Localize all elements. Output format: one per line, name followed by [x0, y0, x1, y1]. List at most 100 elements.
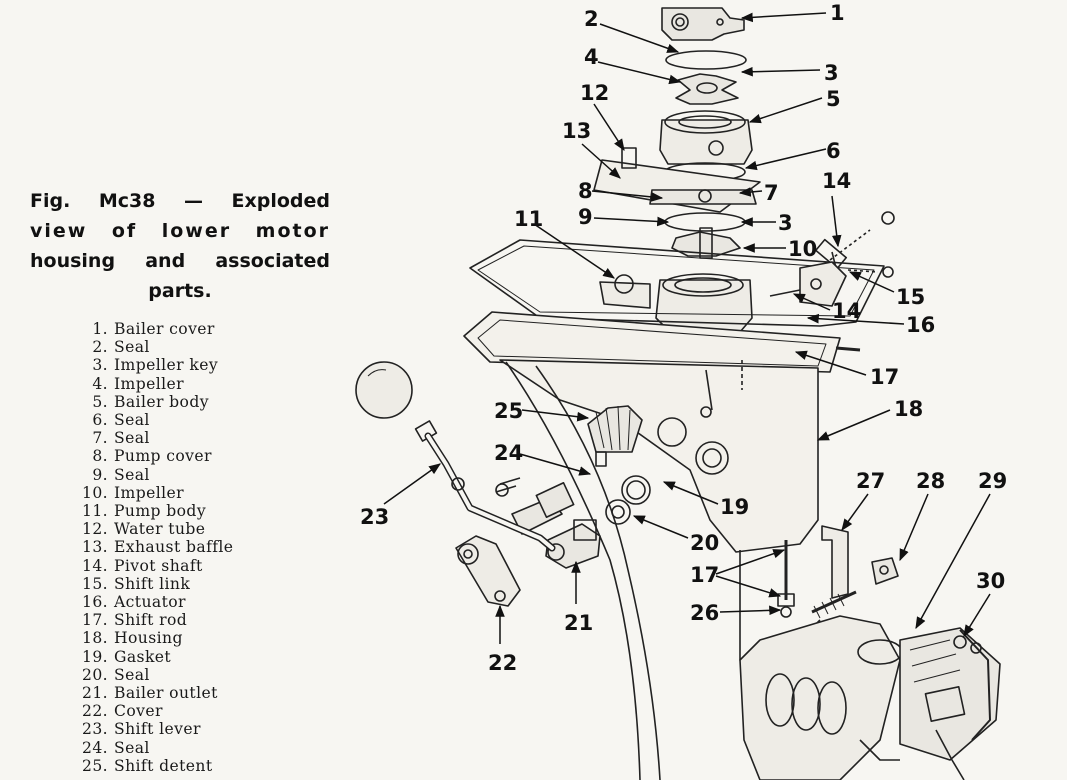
callout-label: 14 — [822, 169, 851, 193]
legend-number: 18. — [82, 629, 108, 648]
legend-number: 13. — [82, 538, 108, 557]
leader-lines — [383, 12, 991, 644]
callout-label: 13 — [562, 119, 591, 143]
legend-name: Seal — [114, 665, 150, 684]
clamp-part — [811, 557, 899, 619]
legend-name: Pivot shaft — [114, 556, 203, 575]
bailer-cover-part — [661, 7, 745, 41]
callout-label: 1 — [830, 1, 845, 25]
shift-knob-part — [355, 361, 413, 419]
callout-label: 28 — [916, 469, 945, 493]
legend-number: 4. — [92, 374, 108, 393]
legend-item: 24.Seal — [62, 739, 233, 757]
legend-name: Bailer body — [114, 392, 209, 411]
pump-cover-part — [649, 189, 757, 205]
callout-label: 6 — [826, 139, 841, 163]
legend-item: 14.Pivot shaft — [62, 557, 233, 575]
gasket-seal-parts — [605, 417, 729, 525]
callout-label: 7 — [764, 181, 779, 205]
legend-item: 15.Shift link — [62, 575, 233, 593]
callout-label: 10 — [788, 237, 817, 261]
legend-name: Pump cover — [114, 447, 212, 466]
legend-item: 19. Gasket — [62, 648, 233, 666]
legend-name: Bailer cover — [114, 320, 215, 338]
callout-label: 2 — [584, 7, 599, 31]
legend-item: 7.Seal — [62, 429, 233, 447]
legend-number: 9. — [92, 465, 108, 484]
callout-label: 3 — [778, 211, 793, 235]
legend-item: 20. Seal — [62, 666, 233, 684]
legend-number: 20. — [82, 665, 108, 684]
legend-number: 8. — [92, 447, 108, 466]
legend-number: 19. — [82, 647, 108, 666]
caption-line-3: housing and associated — [30, 250, 330, 272]
callout-label: 14 — [832, 299, 861, 323]
legend-item: 21. Bailer outlet — [62, 684, 233, 702]
shift-link-part — [769, 211, 895, 307]
legend-name: Shift detent — [114, 756, 213, 775]
callout-numbers: 1 2 3 4 5 12 13 6 14 8 7 11 9 3 10 15 14… — [360, 1, 1007, 675]
bailer-outlet-part — [545, 519, 601, 569]
legend-name: Shift rod — [114, 611, 188, 630]
callout-label: 26 — [690, 601, 719, 625]
callout-label: 21 — [564, 611, 593, 635]
shift-rod-part — [741, 346, 861, 618]
callout-label: 27 — [856, 469, 885, 493]
callout-label: 23 — [360, 505, 389, 529]
legend-number: 16. — [82, 593, 108, 612]
legend-name: Exhaust baffle — [114, 538, 234, 557]
legend-item: 17. Shift rod — [62, 611, 233, 629]
upper-impeller-part — [675, 73, 739, 105]
callout-label: 17 — [870, 365, 899, 389]
callout-label: 5 — [826, 87, 841, 111]
legend-number: 10. — [82, 483, 108, 502]
callout-label: 12 — [580, 81, 609, 105]
legend-item: 23.Shift lever — [62, 720, 233, 738]
legend-number: 22. — [82, 702, 108, 721]
legend-name: Impeller — [114, 483, 185, 502]
legend-item: 9. Seal — [62, 466, 233, 484]
legend-name: Seal — [114, 429, 150, 448]
legend-number: 17. — [82, 611, 108, 630]
lower-impeller-part — [671, 227, 741, 259]
cover-part — [455, 535, 521, 607]
shift-lever-part — [414, 420, 556, 552]
callout-label: 22 — [488, 651, 517, 675]
legend-name: Seal — [114, 338, 150, 357]
legend-item: 10. Impeller — [62, 484, 233, 502]
parts-legend: 1.Bailer cover 2.Seal 3.Impeller key 4.I… — [62, 320, 233, 775]
water-tube-part — [621, 147, 637, 169]
callout-label: 20 — [690, 531, 719, 555]
legend-name: Seal — [114, 411, 150, 430]
shift-detent-part — [587, 405, 643, 467]
legend-number: 21. — [82, 684, 108, 703]
legend-number: 2. — [92, 338, 108, 357]
callout-label: 25 — [494, 399, 523, 423]
legend-name: Impeller — [114, 374, 185, 393]
legend-number: 25. — [82, 756, 108, 775]
callout-label: 30 — [976, 569, 1005, 593]
legend-name: Shift link — [114, 574, 191, 593]
legend-name: Gasket — [114, 647, 172, 666]
legend-number: 11. — [82, 502, 108, 521]
legend-name: Bailer outlet — [114, 684, 218, 703]
callout-label: 16 — [906, 313, 935, 337]
bracket-part — [821, 525, 849, 599]
bailer-body-part — [659, 110, 753, 165]
legend-name: Seal — [114, 465, 150, 484]
legend-item: 8. Pump cover — [62, 447, 233, 465]
legend-item: 4. Impeller — [62, 375, 233, 393]
callout-label: 3 — [824, 61, 839, 85]
callout-label: 15 — [896, 285, 925, 309]
legend-number: 3. — [92, 356, 108, 375]
legend-item: 12.Water tube — [62, 520, 233, 538]
legend-number: 24. — [82, 738, 108, 757]
legend-number: 5. — [92, 392, 108, 411]
pump-body-part — [599, 273, 753, 333]
seal-ring-part — [665, 50, 747, 70]
callout-label: 18 — [894, 397, 923, 421]
legend-item: 6.Seal — [62, 411, 233, 429]
legend-item: 2. Seal — [62, 338, 233, 356]
gearcase-part — [739, 615, 1001, 780]
